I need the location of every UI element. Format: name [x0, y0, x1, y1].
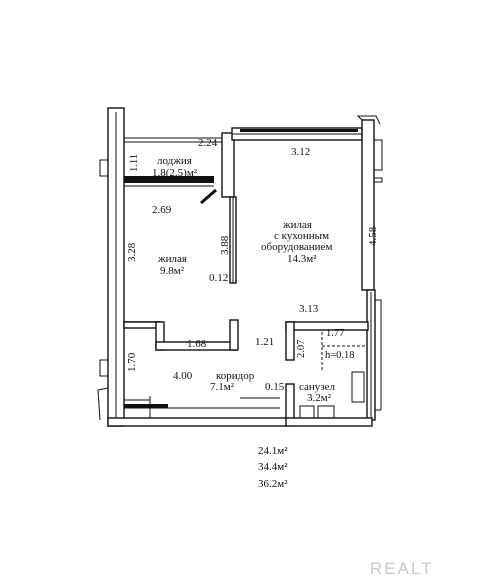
dim-1-70: 1.70 [126, 352, 138, 372]
total-area-3: 36.2м² [258, 478, 288, 490]
labels: 2.24 1.11 лоджия 1.8(2.5)м² 3.12 2.69 3.… [126, 137, 379, 490]
bathroom-walls [285, 321, 369, 425]
dim-2-69: 2.69 [152, 204, 172, 216]
dim-h-0-18: h=0.18 [325, 350, 355, 361]
dim-1-68: 1.68 [187, 338, 207, 350]
dim-3-88: 3.88 [219, 235, 231, 255]
dim-0-15: 0.15 [265, 381, 285, 393]
left-outer-wall [97, 107, 125, 427]
living2-name: жилая [282, 219, 312, 231]
dim-4-58: 4.58 [367, 226, 379, 246]
watermark: REALT [370, 559, 434, 578]
dim-3-13: 3.13 [299, 303, 319, 315]
total-area-2: 34.4м² [258, 461, 288, 473]
bathroom-area: 3.2м² [307, 392, 332, 404]
loggia-name: лоджия [157, 155, 192, 167]
partition-wall [221, 132, 237, 284]
loggia [124, 137, 226, 187]
dim-1-11: 1.11 [129, 154, 140, 172]
dim-0-12: 0.12 [209, 272, 228, 284]
living2-area: 14.3м² [287, 253, 317, 265]
living1-name: жилая [157, 253, 187, 265]
living1-area: 9.8м² [160, 265, 185, 277]
bottom-wall [107, 396, 373, 427]
corridor-area: 7.1м² [210, 381, 235, 393]
corridor-name: коридор [216, 370, 255, 382]
dim-1-77: 1.77 [326, 328, 344, 339]
dim-2-24: 2.24 [198, 137, 218, 149]
dim-3-28: 3.28 [126, 242, 138, 262]
right-outer-wall [356, 115, 383, 421]
dim-2-07: 2.07 [296, 340, 307, 358]
total-area-1: 24.1м² [258, 445, 288, 457]
living2-line3: оборудованием [261, 241, 332, 253]
dim-4-00: 4.00 [173, 370, 193, 382]
dim-1-21: 1.21 [255, 336, 274, 348]
corridor-top-wall [123, 319, 239, 351]
loggia-area: 1.8(2.5)м² [152, 167, 198, 179]
dim-3-12: 3.12 [291, 146, 310, 158]
top-window-wall [231, 127, 363, 141]
living2-line2: с кухонным [274, 230, 329, 242]
loggia-door [200, 188, 217, 205]
bathroom-name: санузел [299, 381, 336, 393]
